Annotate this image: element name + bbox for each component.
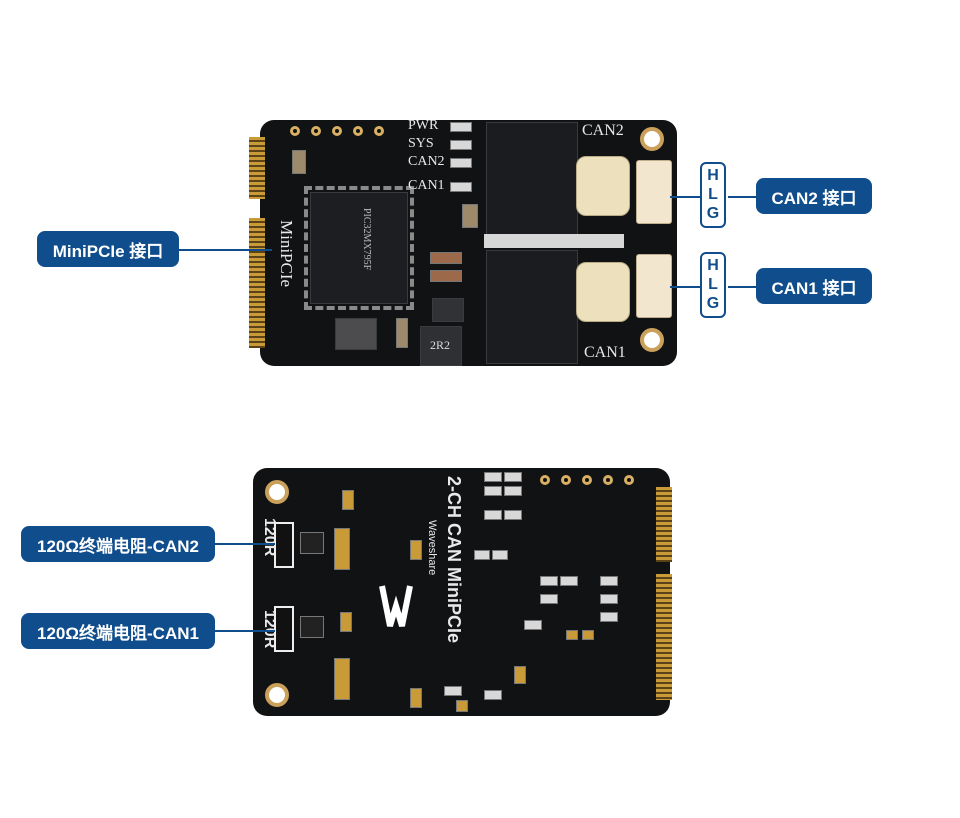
leader-term-can2 [215, 543, 275, 545]
can1-pin-l: L [708, 275, 718, 293]
mounting-hole-front-bottom [640, 328, 664, 352]
callout-termination-can2: 120Ω终端电阻-CAN2 [21, 526, 215, 562]
cap-large [335, 318, 377, 350]
led-can1 [450, 182, 472, 192]
smd-back-1 [334, 528, 350, 570]
leader-term-can1 [215, 630, 275, 632]
smd-back-6 [410, 688, 422, 708]
can2-choke [576, 156, 630, 216]
mcu-chip [304, 186, 414, 310]
smd-front-2 [430, 252, 462, 264]
leader-can2-inner [670, 196, 700, 198]
callout-can1-port: CAN1 接口 [756, 268, 872, 304]
diode [432, 298, 464, 322]
led-sys [450, 140, 472, 150]
can1-hlg-pinout: H L G [700, 252, 726, 318]
smd-back-4 [340, 612, 352, 632]
can2-hlg-pinout: H L G [700, 162, 726, 228]
pcb-back [253, 468, 670, 716]
term-resistor-can2 [274, 522, 294, 568]
can2-pin-h: H [707, 166, 719, 184]
term-resistor-can1 [274, 606, 294, 652]
smd-back-2 [334, 658, 350, 700]
gold-fingers-back-lower [656, 574, 672, 700]
mounting-hole-back-top [265, 480, 289, 504]
smd-front-3 [430, 270, 462, 282]
term-switch-can2 [300, 532, 324, 554]
minipcie-silk: MiniPCIe [277, 220, 296, 288]
can2-pin-g: G [706, 205, 720, 223]
sys-led-label: SYS [408, 136, 434, 151]
pwr-led-label: PWR [408, 118, 439, 133]
can1-choke [576, 262, 630, 322]
led-pwr [450, 122, 472, 132]
leader-can1-inner [670, 286, 700, 288]
smd-front-1 [292, 150, 306, 174]
can2-isolator [486, 122, 578, 236]
term-switch-can1 [300, 616, 324, 638]
can2-led-label: CAN2 [408, 154, 445, 169]
inductor [420, 326, 462, 366]
mounting-hole-back-bottom [265, 683, 289, 707]
leader-minipcie [179, 249, 272, 251]
can1-board-label: CAN1 [584, 344, 626, 361]
can2-terminal-connector [636, 160, 672, 224]
can2-board-label: CAN2 [582, 122, 624, 139]
can1-pin-h: H [707, 256, 719, 274]
smd-back-3 [342, 490, 354, 510]
led-can2 [450, 158, 472, 168]
gold-fingers-back-upper [656, 487, 672, 562]
can1-led-label: CAN1 [408, 178, 445, 193]
gold-fingers-front-upper [249, 137, 265, 199]
smd-back-5 [410, 540, 422, 560]
isolation-gap [484, 234, 624, 248]
leader-can1 [728, 286, 756, 288]
callout-minipcie-port: MiniPCIe 接口 [37, 231, 179, 267]
callout-termination-can1: 120Ω终端电阻-CAN1 [21, 613, 215, 649]
inductor-label: 2R2 [430, 338, 451, 352]
board-title: 2-CH CAN MiniPCIe [444, 476, 464, 644]
callout-can2-port: CAN2 接口 [756, 178, 872, 214]
leader-can2 [728, 196, 756, 198]
mounting-hole-front-top [640, 127, 664, 151]
can2-pin-l: L [708, 185, 718, 203]
brand-name: Waveshare [426, 520, 438, 576]
waveshare-logo [378, 576, 418, 634]
smd-front-5 [462, 204, 478, 228]
smd-front-4 [396, 318, 408, 348]
gold-fingers-front-lower [249, 218, 265, 348]
can1-pin-g: G [706, 295, 720, 313]
can1-isolator [486, 250, 578, 364]
mcu-label: PIC32MX795F [361, 208, 372, 271]
can1-terminal-connector [636, 254, 672, 318]
